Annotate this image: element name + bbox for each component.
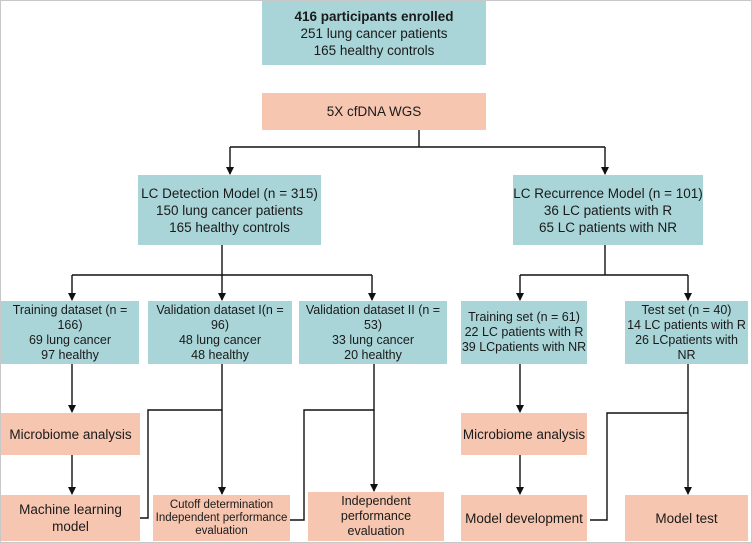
- training-set-title: Training set (n = 61): [468, 310, 580, 324]
- cutoff-line3: evaluation: [195, 524, 248, 537]
- recurrence-model-title: LC Recurrence Model (n = 101): [513, 185, 703, 201]
- detection-model-line2: 165 healthy controls: [169, 219, 290, 235]
- recurrence-model-line1: 36 LC patients with R: [543, 202, 673, 218]
- wgs-label: 5X cfDNA WGS: [326, 104, 422, 119]
- enrolled-title: 416 participants enrolled: [294, 8, 454, 24]
- validation-1-box: Validation dataset I(n = 96) 48 lung can…: [148, 301, 292, 364]
- test-set-line2: 26 LCpatients with NR: [635, 332, 738, 362]
- cutoff-line1: Cutoff determination: [169, 498, 274, 511]
- microbiome-analysis-left-box: Microbiome analysis: [1, 413, 140, 455]
- machine-learning-label: Machine learning model: [19, 502, 122, 534]
- validation-2-box: Validation dataset II (n = 53) 33 lung c…: [299, 301, 447, 364]
- model-test-box: Model test: [625, 495, 748, 541]
- model-test-label: Model test: [655, 510, 718, 526]
- enrolled-box: 416 participants enrolled 251 lung cance…: [262, 1, 486, 65]
- test-set-line1: 14 LC patients with R: [627, 317, 746, 332]
- test-set-box: Test set (n = 40) 14 LC patients with R …: [625, 301, 748, 364]
- validation-1-line2: 48 healthy: [191, 347, 249, 362]
- validation-2-title: Validation dataset II (n = 53): [305, 302, 441, 332]
- independent-eval-box: Independent performance evaluation: [308, 492, 444, 541]
- cutoff-line2: Independent performance: [155, 511, 288, 524]
- training-dataset-line1: 69 lung cancer: [28, 332, 111, 347]
- model-development-label: Model development: [465, 510, 583, 526]
- microbiome-analysis-right-box: Microbiome analysis: [461, 413, 587, 455]
- test-set-title: Test set (n = 40): [641, 302, 732, 317]
- independent-eval-line1: Independent performance: [340, 494, 412, 523]
- validation-1-title: Validation dataset I(n = 96): [156, 302, 284, 332]
- machine-learning-box: Machine learning model: [1, 495, 140, 541]
- detection-model-line1: 150 lung cancer patients: [155, 202, 304, 218]
- training-dataset-box: Training dataset (n = 166) 69 lung cance…: [1, 301, 139, 364]
- validation-1-line1: 48 lung cancer: [178, 332, 261, 347]
- cutoff-box: Cutoff determination Independent perform…: [153, 495, 290, 541]
- wgs-box: 5X cfDNA WGS: [262, 93, 486, 130]
- recurrence-model-box: LC Recurrence Model (n = 101) 36 LC pati…: [513, 175, 703, 245]
- independent-eval-line2: evaluation: [347, 524, 405, 538]
- validation-2-line2: 20 healthy: [344, 347, 402, 362]
- enrolled-line2: 165 healthy controls: [313, 42, 435, 58]
- training-dataset-line2: 97 healthy: [41, 347, 99, 362]
- model-development-box: Model development: [461, 495, 587, 541]
- enrolled-line1: 251 lung cancer patients: [300, 25, 448, 41]
- training-set-line1: 22 LC patients with R: [464, 325, 584, 339]
- training-set-line2: 39 LCpatients with NR: [461, 340, 587, 354]
- detection-model-box: LC Detection Model (n = 315) 150 lung ca…: [138, 175, 321, 245]
- recurrence-model-line2: 65 LC patients with NR: [538, 219, 678, 235]
- microbiome-analysis-right-label: Microbiome analysis: [462, 426, 586, 442]
- microbiome-analysis-left-label: Microbiome analysis: [9, 426, 132, 442]
- detection-model-title: LC Detection Model (n = 315): [141, 185, 318, 201]
- validation-2-line1: 33 lung cancer: [331, 332, 414, 347]
- training-set-box: Training set (n = 61) 22 LC patients wit…: [461, 301, 587, 364]
- training-dataset-title: Training dataset (n = 166): [12, 302, 128, 332]
